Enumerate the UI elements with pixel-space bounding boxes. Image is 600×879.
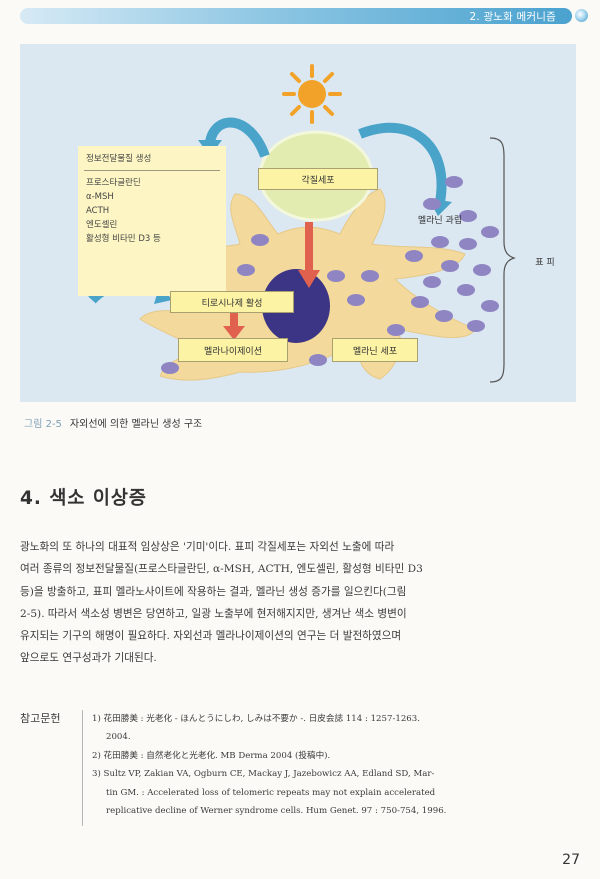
body-line: 유지되는 기구의 해명이 필요하다. 자외선과 멜라나이제이션의 연구는 더 발… — [20, 630, 402, 643]
figure-caption: 그림 2-5 자외선에 의한 멜라닌 생성 구조 — [24, 415, 202, 430]
label-keratinocyte: 각질세포 — [258, 168, 378, 190]
sun-icon — [282, 64, 342, 124]
chapter-header-bar — [20, 8, 572, 24]
label-epidermis: 표 피 — [535, 257, 555, 268]
reference-line: 2) 花田勝美 : 自然老化と光老化. MB Derma 2004 (投稿中). — [92, 750, 331, 761]
reference-line: 2004. — [106, 732, 131, 743]
label-melanin-granule: 멜라닌 과립 — [417, 215, 463, 226]
info-box-list: 프로스타글란딘 α-MSH ACTH 엔도셀린 활성형 비타민 D3 등 — [86, 176, 161, 246]
info-box-item: ACTH — [86, 206, 110, 216]
label-tyrosinase: 티로시나제 활성 — [170, 291, 294, 313]
body-line: 2-5). 따라서 색소성 병변은 당연하고, 일광 노출부에 현저해지지만, … — [20, 607, 407, 620]
figure-illustration — [88, 64, 516, 383]
label-melanocyte: 멜라닌 세포 — [332, 338, 418, 362]
body-paragraph: 광노화의 또 하나의 대표적 임상상은 '기미'이다. 표피 각질세포는 자외선… — [20, 536, 554, 670]
melanocyte-nucleus — [262, 269, 330, 343]
body-line: 앞으로도 연구성과가 기대된다. — [20, 652, 157, 665]
melanin-granules — [161, 176, 499, 374]
label-melanization: 멜라나이제이션 — [178, 338, 288, 362]
section-title: 4. 색소 이상증 — [20, 488, 147, 509]
references-label: 참고문헌 — [20, 712, 61, 725]
info-box-divider — [84, 170, 220, 171]
page-number: 27 — [562, 852, 580, 868]
info-box-item: 엔도셀린 — [86, 220, 118, 230]
references-divider — [82, 710, 83, 826]
epidermis-bracket — [489, 137, 516, 383]
red-arrow-down-2 — [223, 312, 245, 340]
figure-number: 그림 2-5 — [24, 419, 62, 430]
references-list: 1) 花田勝美 : 光老化 - ほんとうにしわ, しみは不要か -. 日皮会誌 … — [92, 710, 492, 820]
figure-caption-text: 자외선에 의한 멜라닌 생성 구조 — [69, 419, 203, 430]
reference-line: replicative decline of Werner syndrome c… — [106, 806, 447, 817]
red-arrow-down-1 — [298, 222, 320, 288]
chapter-title: 2. 광노화 메커니즘 — [469, 11, 556, 23]
info-box-item: α-MSH — [86, 192, 114, 202]
reference-line: 3) Sultz VP, Zakian VA, Ogburn CE, Macka… — [92, 769, 435, 780]
info-box-item: 활성형 비타민 D3 등 — [86, 234, 161, 244]
curved-arrow-right — [358, 122, 447, 203]
body-line: 등)을 방출하고, 표피 멜라노사이트에 작용하는 결과, 멜라닌 생성 증가를… — [20, 585, 407, 598]
melanin-figure: 정보전달물질 생성 프로스타글란딘 α-MSH ACTH 엔도셀린 활성형 비타… — [20, 44, 576, 402]
info-box-title: 정보전달물질 생성 — [86, 154, 152, 164]
info-box: 정보전달물질 생성 프로스타글란딘 α-MSH ACTH 엔도셀린 활성형 비타… — [78, 146, 226, 296]
reference-line: 1) 花田勝美 : 光老化 - ほんとうにしわ, しみは不要か -. 日皮会誌 … — [92, 714, 420, 724]
reference-line: tin GM. : Accelerated loss of telomeric … — [106, 787, 436, 798]
info-box-item: 프로스타글란딘 — [86, 178, 141, 188]
body-line: 여러 종류의 정보전달물질(프로스타글란딘, α-MSH, ACTH, 엔도셀린… — [20, 563, 423, 576]
body-line: 광노화의 또 하나의 대표적 임상상은 '기미'이다. 표피 각질세포는 자외선… — [20, 541, 395, 553]
curved-arrow-left — [205, 117, 270, 158]
header-circle-icon — [575, 9, 588, 22]
